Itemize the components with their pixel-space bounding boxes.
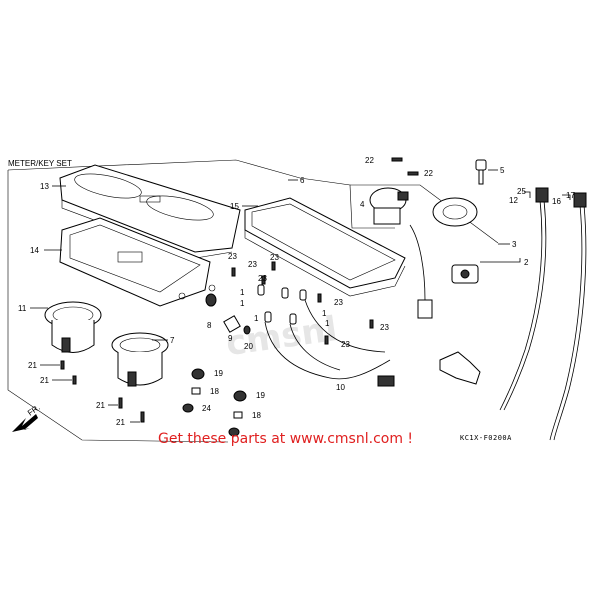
callout-20: 20 — [244, 342, 253, 351]
key-5-part — [475, 159, 487, 185]
callout-21-a: 21 — [28, 361, 37, 370]
callout-21-d: 21 — [116, 418, 125, 427]
callout-23-d: 23 — [270, 253, 279, 262]
callout-8: 8 — [207, 321, 212, 330]
grommet-19-group — [191, 368, 247, 402]
callout-23-c: 23 — [258, 274, 267, 283]
callout-7: 7 — [170, 336, 175, 345]
lock-bracket-part — [439, 351, 481, 385]
callout-6: 6 — [300, 176, 305, 185]
assembly-frame — [7, 159, 499, 443]
callout-21-c: 21 — [96, 401, 105, 410]
callout-23-f: 23 — [380, 323, 389, 332]
callout-4: 4 — [360, 200, 365, 209]
callout-5: 5 — [500, 166, 505, 175]
seat-lock-part — [451, 264, 479, 284]
callout-22-a: 22 — [365, 156, 374, 165]
callout-1-d: 1 — [322, 309, 327, 318]
fuel-cap-lock-part — [432, 197, 478, 227]
callout-19-a: 19 — [214, 369, 223, 378]
callout-25: 25 — [517, 187, 526, 196]
grommet-8-part — [205, 293, 217, 307]
callout-15: 15 — [230, 202, 239, 211]
callout-1-b: 1 — [240, 299, 245, 308]
wire-harness-10-part — [264, 299, 395, 387]
callout-13: 13 — [40, 182, 49, 191]
callout-23-a: 23 — [228, 252, 237, 261]
callout-18-a: 18 — [210, 387, 219, 396]
callout-16: 16 — [552, 197, 561, 206]
tachometer-part — [111, 332, 169, 387]
callout-21-b: 21 — [40, 376, 49, 385]
callout-23-e: 23 — [334, 298, 343, 307]
callout-19-b: 19 — [256, 391, 265, 400]
collar-18-group — [191, 387, 243, 419]
screw-21-group — [40, 360, 145, 423]
callout-1-a: 1 — [240, 288, 245, 297]
indicator-bulbs-1-group — [257, 284, 307, 325]
callout-18-b: 18 — [252, 411, 261, 420]
callout-9: 9 — [228, 334, 233, 343]
tachometer-cable-16-part — [549, 192, 587, 441]
callout-12: 12 — [509, 196, 518, 205]
callout-1-c: 1 — [254, 314, 259, 323]
indicator-case-part — [244, 197, 406, 297]
speedometer-part — [44, 301, 102, 353]
screw-22-group — [391, 157, 419, 176]
callout-14: 14 — [30, 246, 39, 255]
callout-17: 17 — [566, 191, 575, 200]
callout-10: 10 — [336, 383, 345, 392]
callout-1-e: 1 — [325, 319, 330, 328]
bulb-socket-9-part — [223, 315, 241, 333]
callout-3: 3 — [512, 240, 517, 249]
figure-code: KC1X-F0200A — [460, 434, 512, 442]
meter-case-part — [59, 217, 216, 307]
callout-11: 11 — [18, 304, 27, 313]
nut-24-group — [182, 403, 240, 437]
callout-24-a: 24 — [202, 404, 211, 413]
promo-text: Get these parts at www.cmsnl.com ! — [158, 431, 413, 447]
callout-23-b: 23 — [248, 260, 257, 269]
front-arrow: FR. — [12, 403, 42, 432]
callout-2: 2 — [524, 258, 529, 267]
callout-22-b: 22 — [424, 169, 433, 178]
ignition-switch-4-part — [369, 187, 433, 319]
bulb-20-part — [243, 325, 251, 335]
speedometer-cable-12-part — [499, 187, 549, 411]
front-label: FR. — [26, 403, 42, 418]
screw-23-group — [231, 261, 374, 345]
diagram-title: METER/KEY SET — [8, 159, 72, 168]
